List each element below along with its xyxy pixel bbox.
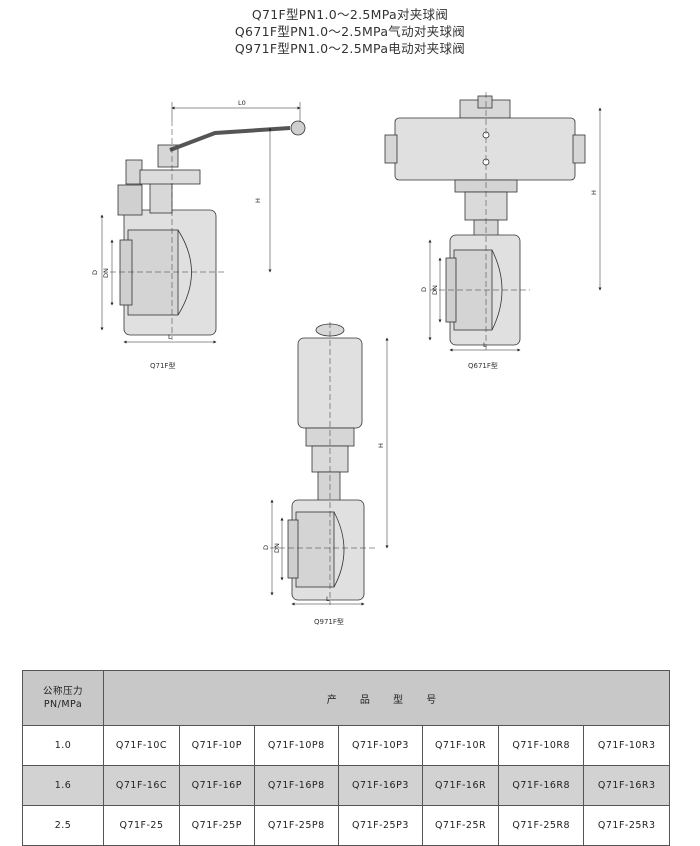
model-cell: Q71F-16R3 [583, 765, 670, 806]
technical-drawings: L0 H D DN L Q71F型 H D DN L Q671F型 [91, 92, 602, 626]
q671f-dim-h: H [590, 190, 598, 195]
pressure-header-line2: PN/MPa [43, 699, 83, 710]
model-cell: Q71F-10R3 [583, 725, 670, 766]
product-header: 产 品 型 号 [103, 670, 670, 726]
model-cell: Q71F-10P3 [337, 725, 424, 766]
table-header-row: 公称压力 PN/MPa 产 品 型 号 [22, 670, 670, 726]
model-cell: Q71F-25P8 [253, 805, 339, 846]
model-cell: Q71F-16R8 [497, 765, 585, 806]
q971f-caption: Q971F型 [314, 617, 344, 626]
q71f-dim-dn: DN [102, 268, 110, 278]
q71f-dim-h: H [254, 198, 262, 203]
model-cell: Q71F-25R8 [497, 805, 585, 846]
q971f-dim-l: L [326, 595, 330, 603]
pressure-cell: 1.6 [22, 765, 104, 806]
model-cell: Q71F-10R [422, 725, 499, 766]
q671f-dim-l: L [483, 341, 487, 349]
q671f-drawing [384, 92, 586, 350]
q71f-drawing [110, 120, 306, 340]
q671f-dimensions [428, 107, 602, 352]
title-line-q971f: Q971F型PN1.0～2.5MPa电动对夹球阀 [234, 41, 466, 56]
model-cell: Q71F-10C [103, 725, 180, 766]
model-cell: Q71F-10R8 [497, 725, 585, 766]
model-cell: Q71F-16P8 [253, 765, 339, 806]
model-cell: Q71F-10P [178, 725, 255, 766]
q971f-dimensions [270, 337, 389, 606]
pressure-header-line1: 公称压力 [42, 686, 83, 697]
title-block: Q71F型PN1.0～2.5MPa对夹球阀 Q671F型PN1.0～2.5MPa… [0, 6, 700, 57]
table-row: 2.5 Q71F-25 Q71F-25P Q71F-25P8 Q71F-25P3… [22, 805, 670, 846]
pressure-header: 公称压力 PN/MPa [22, 670, 104, 726]
pressure-cell: 2.5 [22, 805, 104, 846]
title-line-q671f: Q671F型PN1.0～2.5MPa气动对夹球阀 [234, 24, 466, 39]
q971f-drawing [270, 322, 375, 605]
model-cell: Q71F-10P8 [253, 725, 339, 766]
table-row: 1.0 Q71F-10C Q71F-10P Q71F-10P8 Q71F-10P… [22, 725, 670, 766]
q71f-dim-l0: L0 [238, 99, 246, 107]
model-cell: Q71F-25 [103, 805, 180, 846]
model-cell: Q71F-16P [178, 765, 255, 806]
q971f-dim-d: D [262, 545, 270, 550]
q671f-caption: Q671F型 [468, 361, 498, 370]
model-cell: Q71F-25R [422, 805, 499, 846]
q671f-dim-d: D [420, 287, 428, 292]
q71f-dimensions [100, 102, 301, 344]
model-table: 公称压力 PN/MPa 产 品 型 号 1.0 Q71F-10C Q71F-10… [22, 670, 670, 846]
model-cell: Q71F-16C [103, 765, 180, 806]
model-cell: Q71F-16P3 [337, 765, 424, 806]
q71f-handle [169, 126, 291, 152]
q71f-dim-d: D [91, 270, 99, 275]
q71f-dim-l: L [168, 333, 172, 341]
q671f-dim-dn: DN [431, 285, 439, 295]
q971f-dim-h: H [377, 443, 385, 448]
pressure-cell: 1.0 [22, 725, 104, 766]
table-row: 1.6 Q71F-16C Q71F-16P Q71F-16P8 Q71F-16P… [22, 765, 670, 806]
title-line-q71f: Q71F型PN1.0～2.5MPa对夹球阀 [251, 7, 449, 22]
model-cell: Q71F-25P [178, 805, 255, 846]
q71f-caption: Q71F型 [150, 361, 175, 370]
model-cell: Q71F-25R3 [583, 805, 670, 846]
q671f-actuator [394, 117, 576, 181]
q971f-dim-dn: DN [273, 543, 281, 553]
model-cell: Q71F-25P3 [337, 805, 424, 846]
model-cell: Q71F-16R [422, 765, 499, 806]
